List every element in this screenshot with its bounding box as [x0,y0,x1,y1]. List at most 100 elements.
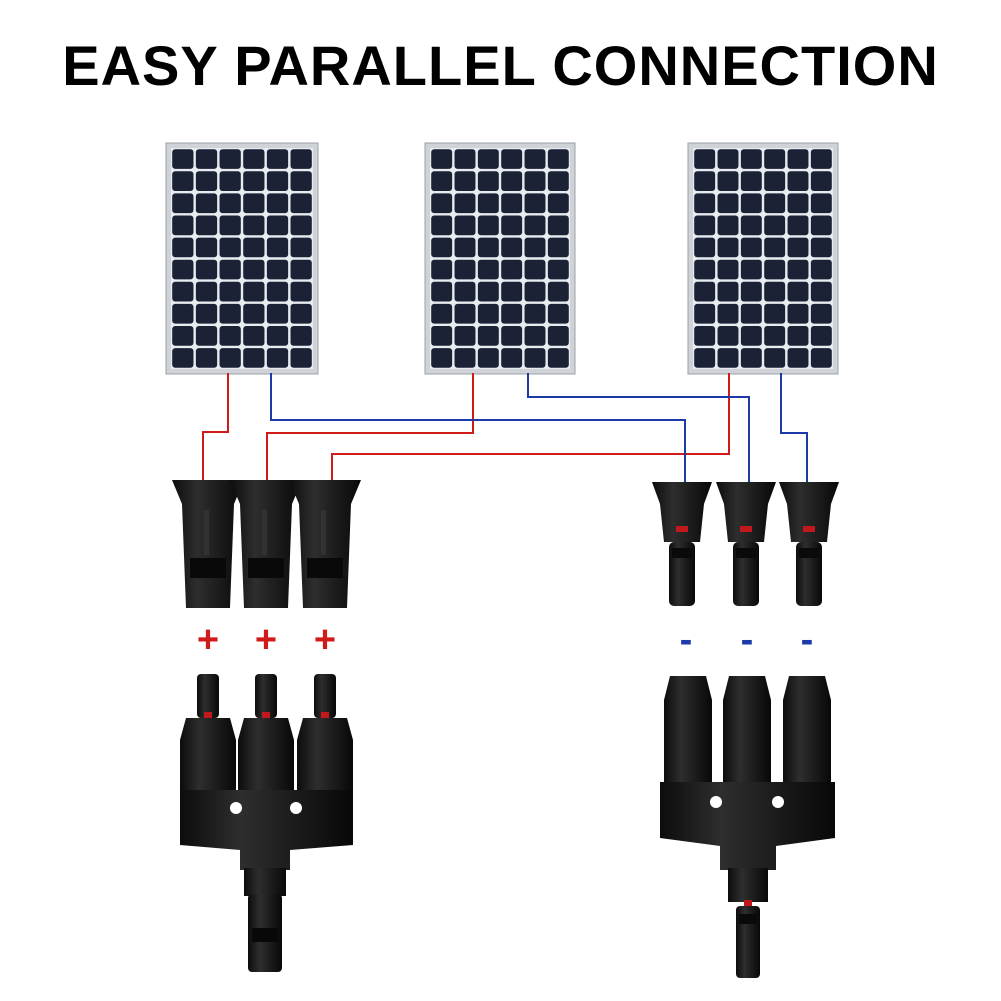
solar-cell [717,326,739,346]
solar-cell [764,193,786,214]
solar-cell [290,326,312,346]
solar-cell [454,303,476,324]
solar-cell [431,259,453,280]
solar-cell [195,326,218,346]
solar-cell [740,149,762,169]
solar-cell [524,149,546,169]
solar-cell [266,193,289,214]
solar-cell [477,259,499,280]
solar-cell [501,259,523,280]
solar-cell [524,259,546,280]
wire-negative-3 [780,373,808,482]
solar-panel-3 [687,142,839,375]
solar-cell [547,326,569,346]
solar-cell [764,215,786,236]
solar-cell [717,171,739,191]
solar-cell [477,303,499,324]
solar-cell [740,215,762,236]
solar-cell [243,348,265,368]
solar-cell [290,215,312,236]
solar-cell [524,281,546,302]
solar-cell [717,215,739,236]
solar-cell [764,326,786,346]
solar-cell [740,259,762,280]
solar-cell [501,171,523,191]
positive-sign-2: + [255,619,277,661]
solar-cell [787,237,809,258]
solar-cell [195,281,218,302]
solar-cell [740,193,762,214]
solar-cell [787,193,809,214]
solar-cell [195,303,218,324]
solar-cell [195,171,218,191]
solar-cell [547,149,569,169]
solar-cell [740,237,762,258]
solar-cell [219,303,241,324]
solar-cell [454,149,476,169]
solar-cell [694,303,716,324]
solar-cell [172,215,194,236]
solar-cell [717,149,739,169]
solar-cell [694,348,716,368]
solar-cell [764,171,786,191]
negative-connector-2 [716,482,776,606]
solar-cell [764,259,786,280]
solar-cell [740,171,762,191]
solar-cell [787,348,809,368]
wire-negative-2 [527,373,750,482]
wire-positive-2 [266,373,474,482]
solar-cell [524,215,546,236]
solar-cell [501,281,523,302]
solar-cell [524,303,546,324]
wire-positive-1 [202,373,229,482]
solar-cell [195,193,218,214]
solar-cell [431,348,453,368]
solar-cell [477,326,499,346]
solar-cell [454,237,476,258]
solar-cell [810,149,832,169]
solar-cell [717,281,739,302]
solar-panel-2 [424,142,576,375]
solar-cell [266,348,289,368]
positive-sign-3: + [314,619,336,661]
negative-branch-connector [660,676,835,978]
solar-cell [740,348,762,368]
solar-cell [547,259,569,280]
solar-cell [172,326,194,346]
solar-cell [524,193,546,214]
solar-cell [454,259,476,280]
solar-cell [547,193,569,214]
solar-cell [524,171,546,191]
solar-cell [172,281,194,302]
solar-cell [243,193,265,214]
solar-cell [454,215,476,236]
solar-cell [547,348,569,368]
solar-cell [524,237,546,258]
solar-cell [477,237,499,258]
solar-cell [764,348,786,368]
solar-cell [431,193,453,214]
solar-cell [454,193,476,214]
solar-cell [477,348,499,368]
solar-cell [172,237,194,258]
solar-cell [740,281,762,302]
solar-cell [172,303,194,324]
positive-connector-1 [172,480,244,608]
solar-cell [243,215,265,236]
solar-cell [764,237,786,258]
solar-cell [195,348,218,368]
solar-cell [172,171,194,191]
solar-cell [243,259,265,280]
solar-cell [787,326,809,346]
solar-cell [431,149,453,169]
solar-cell [694,149,716,169]
solar-cell [431,326,453,346]
solar-cell [290,259,312,280]
solar-cell [219,348,241,368]
negative-sign-3: - [801,619,814,661]
solar-cell [290,171,312,191]
solar-cell [694,171,716,191]
solar-cell [764,281,786,302]
negative-sign-2: - [741,619,754,661]
